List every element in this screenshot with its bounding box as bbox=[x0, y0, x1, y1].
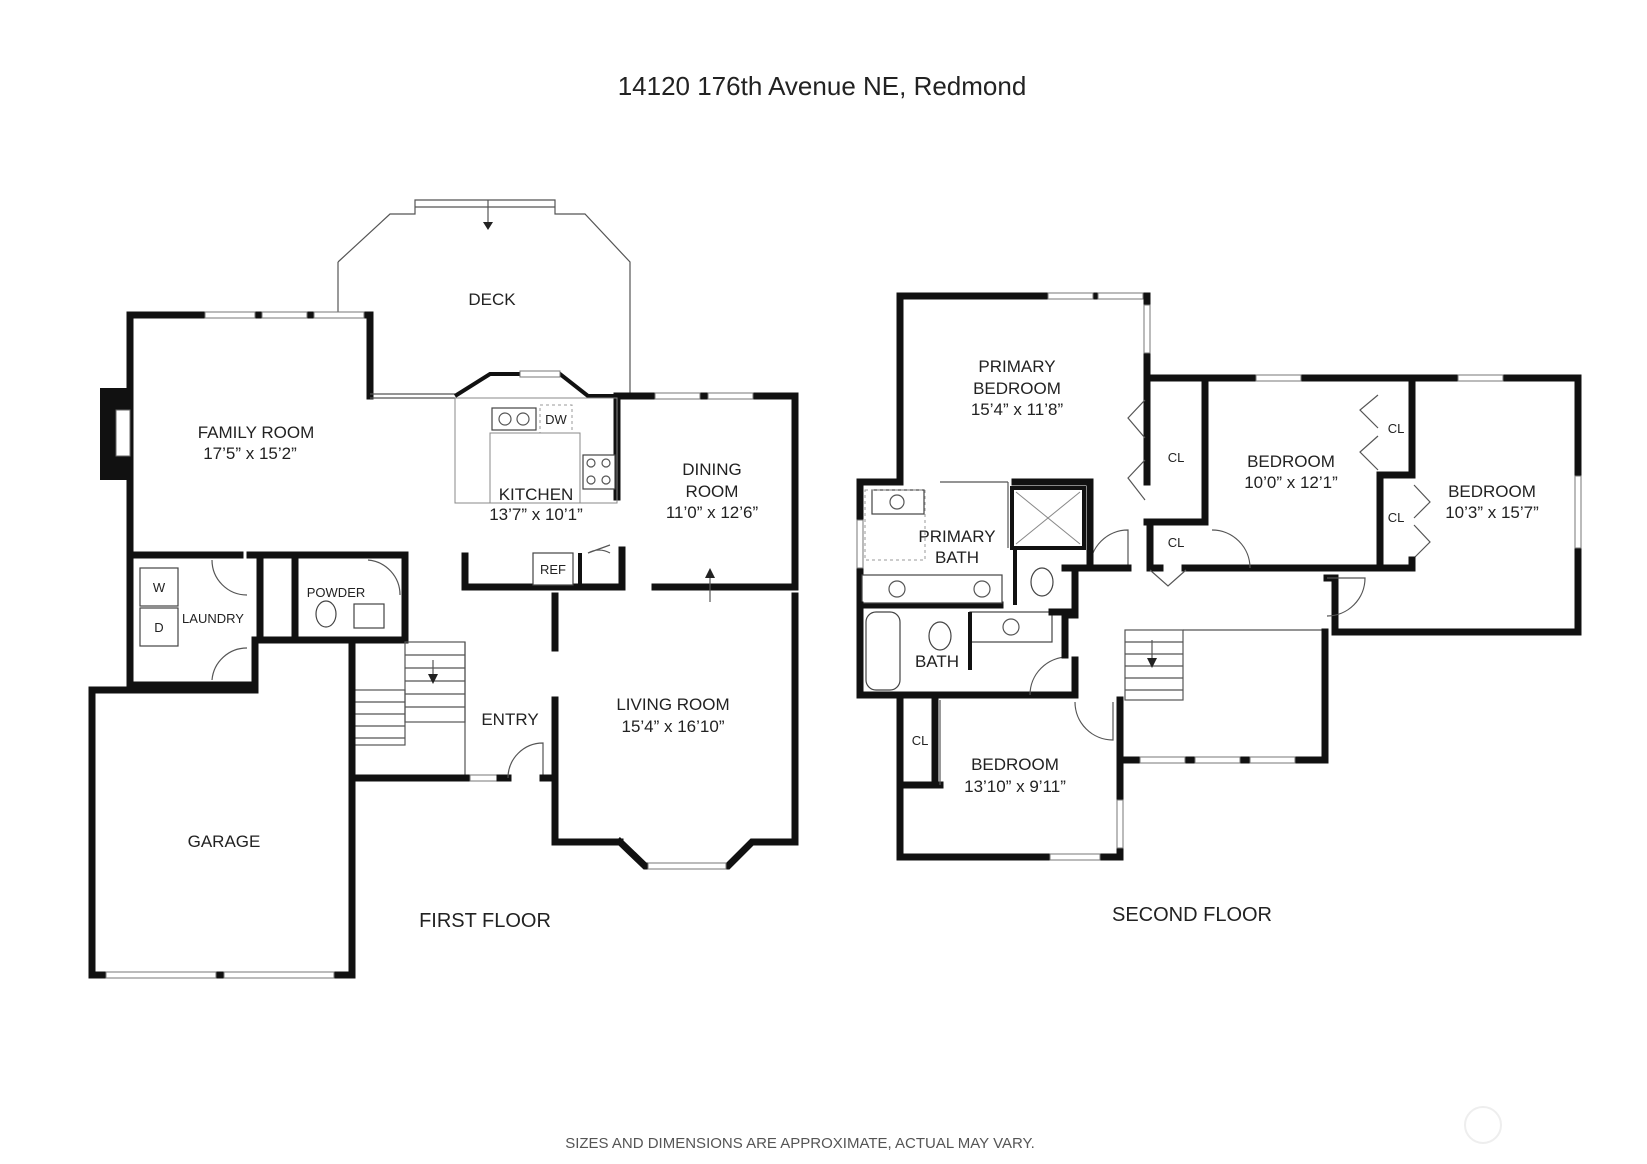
svg-text:D: D bbox=[154, 620, 163, 635]
powder-toilet bbox=[315, 600, 337, 628]
powder-sink bbox=[353, 603, 385, 629]
kitchen-label: KITCHEN bbox=[499, 485, 574, 504]
garage-label: GARAGE bbox=[188, 832, 261, 851]
primary-toilet bbox=[1030, 567, 1054, 597]
bedroom4-label: BEDROOM bbox=[971, 755, 1059, 774]
family-room-label: FAMILY ROOM bbox=[198, 423, 315, 442]
bath-toilet bbox=[928, 621, 952, 651]
second-stairs bbox=[1124, 629, 1184, 701]
closet-label: CL bbox=[1168, 450, 1185, 465]
kitchen-size: 13’7” x 10’1” bbox=[489, 505, 583, 524]
svg-text:DW: DW bbox=[545, 412, 567, 427]
entry-label: ENTRY bbox=[481, 710, 538, 729]
closet-label: CL bbox=[1168, 535, 1185, 550]
bedroom2-label: BEDROOM bbox=[1247, 452, 1335, 471]
dining-label-2: ROOM bbox=[686, 482, 739, 501]
bedroom2-size: 10’0” x 12’1” bbox=[1244, 473, 1338, 492]
kitchen-lower-wall bbox=[461, 546, 626, 591]
primary-shower bbox=[1010, 486, 1086, 550]
closet-label: CL bbox=[912, 733, 929, 748]
dining-label-1: DINING bbox=[682, 460, 742, 479]
bedroom4-walls bbox=[896, 691, 1124, 861]
bathtub bbox=[865, 611, 901, 691]
primary-bath-label-1: PRIMARY bbox=[918, 527, 995, 546]
living-room-label: LIVING ROOM bbox=[616, 695, 729, 714]
plan-title: 14120 176th Avenue NE, Redmond bbox=[618, 71, 1027, 101]
deck-arrow-head bbox=[483, 222, 493, 230]
refrigerator bbox=[532, 552, 574, 586]
laundry-label: LAUNDRY bbox=[182, 611, 244, 626]
dining-size: 11’0” x 12’6” bbox=[666, 503, 759, 522]
deck-label: DECK bbox=[468, 290, 516, 309]
bedroom3-size: 10’3” x 15’7” bbox=[1445, 503, 1539, 522]
first-floor: DW REF W D bbox=[88, 199, 799, 979]
stair-landing bbox=[1119, 629, 1326, 761]
kitchen-island bbox=[489, 432, 581, 504]
washer bbox=[139, 567, 179, 607]
closet-label: CL bbox=[1388, 510, 1405, 525]
front-door bbox=[507, 742, 544, 779]
lower-stairs bbox=[351, 689, 406, 746]
garage-walls bbox=[88, 641, 356, 979]
bedroom4-size: 13’10” x 9’11” bbox=[964, 777, 1066, 796]
primary-bedroom-size: 15’4” x 11’8” bbox=[971, 400, 1064, 419]
powder-label: POWDER bbox=[307, 585, 366, 600]
primary-bath-label-2: BATH bbox=[935, 548, 979, 567]
disclaimer: SIZES AND DIMENSIONS ARE APPROXIMATE, AC… bbox=[565, 1135, 1035, 1152]
primary-bedroom-label-2: BEDROOM bbox=[973, 379, 1061, 398]
primary-bedroom-label-1: PRIMARY bbox=[978, 357, 1055, 376]
primary-bath-sink-1 bbox=[871, 489, 925, 515]
living-bay bbox=[615, 592, 799, 870]
closet-label: CL bbox=[1388, 421, 1405, 436]
watermark-icon bbox=[1464, 1106, 1502, 1144]
fireplace-hearth bbox=[115, 409, 131, 457]
bedroom3-label: BEDROOM bbox=[1448, 482, 1536, 501]
second-floor-label: SECOND FLOOR bbox=[1112, 904, 1272, 926]
second-floor: PRIMARY BEDROOM 15’4” x 11’8” PRIMARY BA… bbox=[856, 292, 1582, 926]
first-floor-label: FIRST FLOOR bbox=[419, 910, 551, 932]
svg-text:REF: REF bbox=[540, 562, 566, 577]
stairs bbox=[404, 641, 466, 723]
deck-outline bbox=[337, 199, 631, 395]
family-room-size: 17’5” x 15’2” bbox=[203, 444, 297, 463]
bath-label: BATH bbox=[915, 652, 959, 671]
living-room-size: 15’4” x 16’10” bbox=[621, 717, 724, 736]
bath-vanity bbox=[969, 611, 1053, 643]
dryer bbox=[139, 607, 179, 647]
bath-walls bbox=[856, 601, 1079, 699]
svg-text:W: W bbox=[153, 580, 166, 595]
primary-bath-vanity bbox=[861, 574, 1003, 604]
